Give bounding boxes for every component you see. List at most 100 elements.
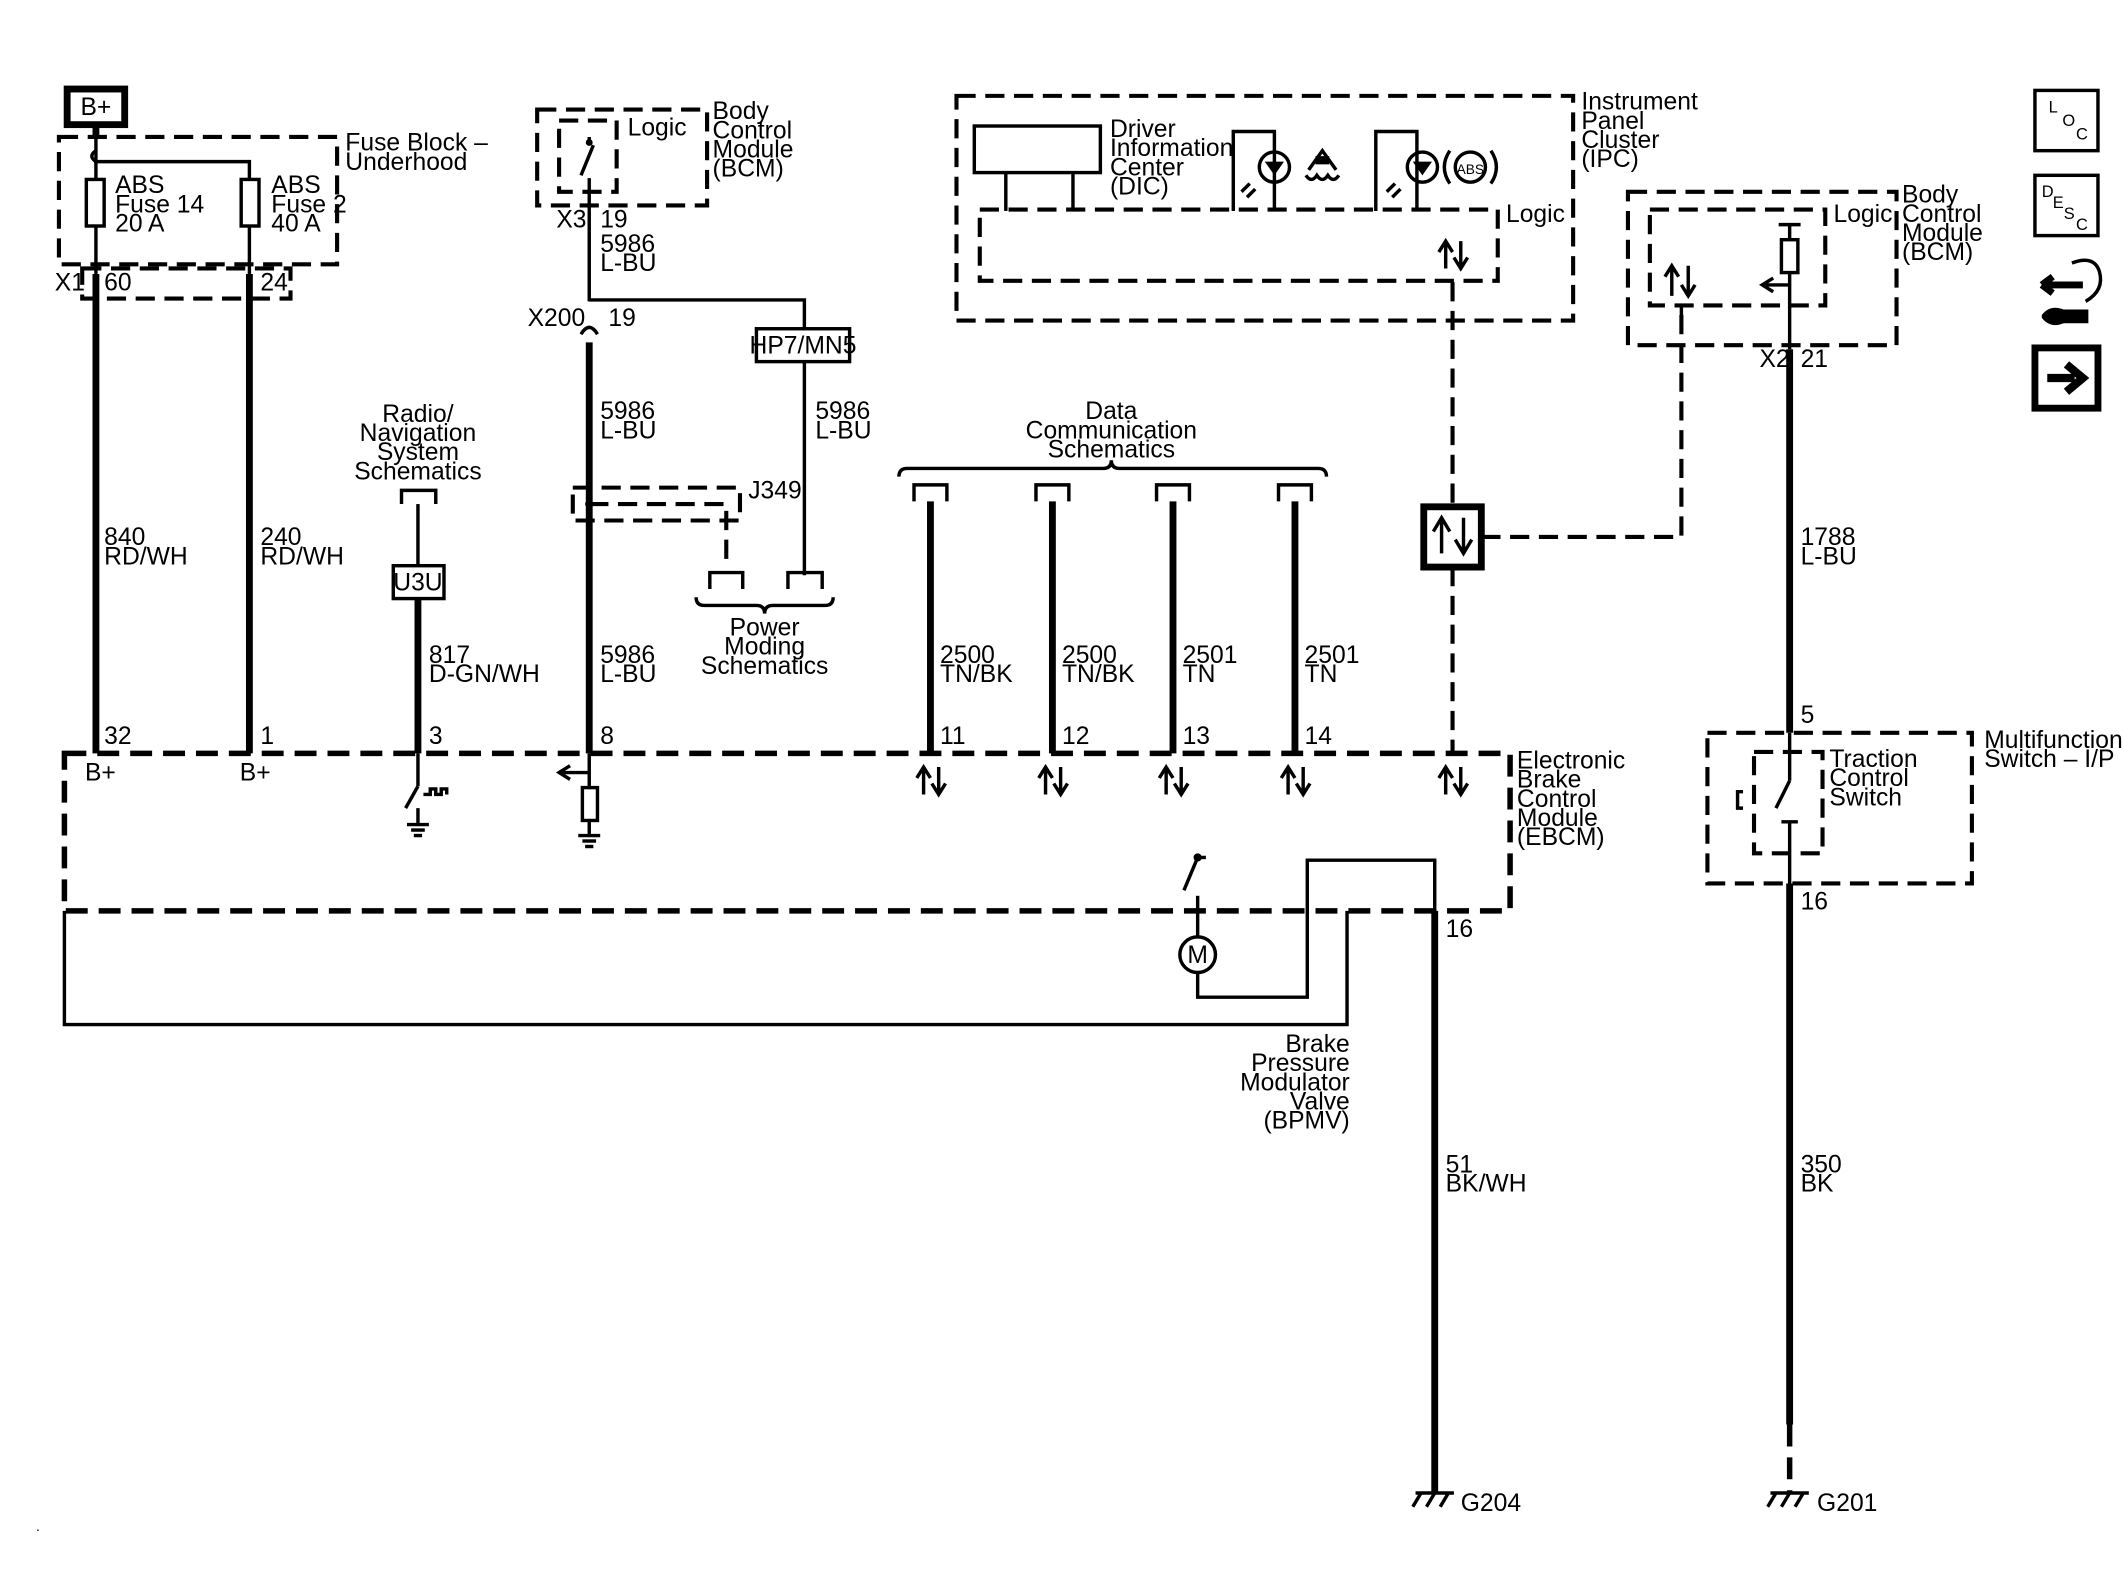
- bcm-left: Logic Body Control Module (BCM) X3 19 59…: [535, 98, 794, 302]
- wire-350-color: BK: [1801, 1171, 1834, 1198]
- loc-c: C: [2076, 126, 2088, 144]
- ground-g204: G204: [1411, 1490, 1521, 1517]
- bcm-left-name-4: (BCM): [713, 156, 784, 183]
- location-view-button[interactable]: L O C: [2033, 88, 2100, 153]
- bcm-right-name-4: (BCM): [1902, 239, 1973, 266]
- ebcm-name-5: (EBCM): [1517, 824, 1605, 851]
- bcm-right-pin: 21: [1801, 346, 1828, 373]
- x1-connector: X1: [55, 269, 85, 296]
- connector-and-wrench-icon[interactable]: [2039, 258, 2103, 326]
- ebcm-pin-3: 3: [429, 723, 443, 750]
- bcm-right-pullup-resistor: [1779, 237, 1800, 275]
- fuse2-line1: ABS: [271, 172, 320, 199]
- wire-840-num: 840: [104, 524, 145, 551]
- ebcm-pin11-data-icon: [915, 763, 947, 798]
- dic-line4: (DIC): [1110, 174, 1169, 201]
- bcm-right-data-arrows-icon: [1663, 262, 1697, 300]
- abs-warning-icon: ABS: [1442, 149, 1499, 185]
- ebcm-pin8-resistor-icon: [555, 753, 601, 849]
- ebcm-pin-11: 11: [940, 723, 966, 750]
- power-moding-3: Schematics: [701, 653, 828, 680]
- radio-line4: Schematics: [354, 458, 481, 485]
- bcm-left-name-1: Body: [713, 98, 770, 125]
- data-communication-reference: Data Communication Schematics: [897, 398, 1329, 502]
- ebcm-pin-14: 14: [1305, 723, 1332, 750]
- abs-indicator-lamp-icon: [1405, 150, 1440, 184]
- description-view-button[interactable]: D E S C: [2033, 173, 2100, 238]
- fuse2-line3: 40 A: [271, 210, 321, 237]
- wire-5986-top-color: L-BU: [600, 250, 656, 277]
- ebcm-serial-data-icon: [1437, 763, 1470, 798]
- wire-51-num: 51: [1446, 1151, 1473, 1178]
- ebcm-module: Electronic Brake Control Module (EBCM) 3…: [61, 723, 1625, 943]
- bpmv-line1: Brake: [1285, 1031, 1349, 1058]
- ebcm-pin-1: 1: [260, 723, 274, 750]
- bcm-left-connector: X3: [556, 206, 586, 233]
- power-moding-2: Moding: [724, 634, 805, 661]
- bcm-right: Logic Body Control Module (BCM) X2 21: [1625, 182, 1983, 373]
- bcm-left-name-2: Control: [713, 117, 793, 144]
- wire-840-color: RD/WH: [104, 543, 188, 570]
- fuse-2-symbol: [239, 177, 261, 228]
- bcm-right-name-2: Control: [1902, 201, 1982, 228]
- wire-2500a-color: TN/BK: [940, 661, 1013, 688]
- ebcm-pin-16: 16: [1446, 916, 1473, 943]
- bcm-left-name-3: Module: [713, 137, 794, 164]
- mfs-pin-16: 16: [1801, 889, 1828, 916]
- fuse14-line3: 20 A: [115, 210, 165, 237]
- wire-5986-hp7-color: L-BU: [815, 417, 871, 444]
- wire-1788-num: 1788: [1801, 524, 1856, 551]
- wire-2501b-num: 2501: [1305, 642, 1360, 669]
- ebcm-name-2: Brake: [1517, 767, 1581, 794]
- ebcm-pin-8: 8: [600, 723, 614, 750]
- motor-label: M: [1187, 942, 1208, 969]
- x1-pin-60: 60: [104, 269, 131, 296]
- x1-pin-24: 24: [260, 269, 287, 296]
- ebcm-pin12-data-icon: [1037, 763, 1069, 798]
- wire-51-color: BK/WH: [1446, 1171, 1527, 1198]
- next-page-arrow-icon[interactable]: [2031, 344, 2102, 412]
- ebcm-pin-32: 32: [104, 723, 131, 750]
- wire-5986-mid-num: 5986: [600, 398, 655, 425]
- ipc-name-1: Instrument: [1581, 89, 1698, 116]
- fuse14-line1: ABS: [115, 172, 164, 199]
- multifunction-switch: 5 Multifunction Switch – I/P Traction Co…: [1705, 702, 2123, 916]
- ebcm-name-3: Control: [1517, 786, 1597, 813]
- wire-2501a-color: TN: [1183, 661, 1216, 688]
- hp7-mn5-label: HP7/MN5: [750, 332, 857, 359]
- ipc-name-4: (IPC): [1581, 146, 1639, 173]
- ipc-logic-box: [977, 207, 1500, 283]
- bpmv-line5: (BPMV): [1263, 1108, 1349, 1135]
- j349-label: J349: [748, 478, 801, 505]
- ipc-name-2: Panel: [1581, 108, 1644, 135]
- radio-line2: Navigation: [360, 420, 477, 447]
- u3u-label: U3U: [393, 569, 442, 596]
- bcm-right-name-3: Module: [1902, 220, 1983, 247]
- loc-l: L: [2049, 98, 2058, 116]
- pump-motor-relay-icon: [1182, 853, 1206, 937]
- ebcm-bplus-2: B+: [240, 760, 271, 787]
- data-comm-2: Communication: [1026, 417, 1197, 444]
- instrument-panel-cluster: Instrument Panel Cluster (IPC) Driver In…: [954, 89, 1698, 323]
- j349-splice: J349 Power Moding Schematics: [570, 478, 835, 680]
- ebcm-pin-13: 13: [1183, 723, 1210, 750]
- bpmv-line3: Modulator: [1240, 1069, 1350, 1096]
- ebcm-name-4: Module: [1517, 805, 1598, 832]
- fuse-block-underhood: Fuse Block – Underhood ABS Fuse 14 20 A …: [55, 130, 488, 301]
- loc-o: O: [2062, 112, 2075, 130]
- ipc-logic: Logic: [1506, 201, 1565, 228]
- fuse2-line2: Fuse 2: [271, 191, 346, 218]
- fuse-14-symbol: [84, 177, 106, 228]
- wire-2500a-num: 2500: [940, 642, 995, 669]
- data-comm-1: Data: [1085, 398, 1137, 425]
- bcm-right-logic: Logic: [1833, 201, 1892, 228]
- wire-350-num: 350: [1801, 1151, 1842, 1178]
- mfs-pin-5: 5: [1801, 702, 1815, 729]
- wire-2500b-num: 2500: [1062, 642, 1117, 669]
- bcm-left-pin: 19: [600, 206, 627, 233]
- bcm-left-logic: Logic: [628, 115, 687, 142]
- ground-g201: G201: [1766, 1490, 1877, 1517]
- mfs-name-2: Switch – I/P: [1984, 746, 2114, 773]
- wire-240-num: 240: [260, 524, 301, 551]
